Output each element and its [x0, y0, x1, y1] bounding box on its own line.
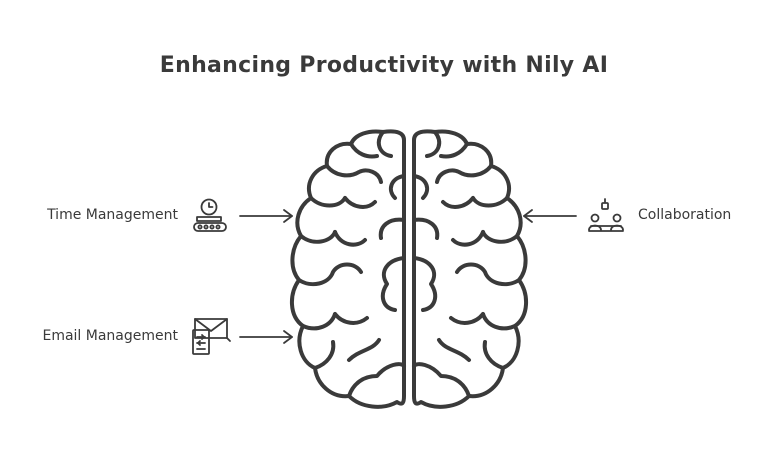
collaboration-arrow: [520, 208, 578, 224]
time-arrow: [238, 208, 296, 224]
diagram-title: Enhancing Productivity with Nily AI: [159, 53, 609, 78]
clock-conveyor-icon: [191, 197, 229, 235]
email-arrow: [238, 329, 296, 345]
email-document-icon: [190, 316, 232, 358]
time-management-label: Time Management: [47, 207, 178, 223]
email-management-label: Email Management: [42, 328, 178, 344]
team-meeting-icon: [587, 196, 627, 236]
collaboration-label: Collaboration: [638, 207, 732, 223]
brain-icon: [283, 128, 535, 414]
